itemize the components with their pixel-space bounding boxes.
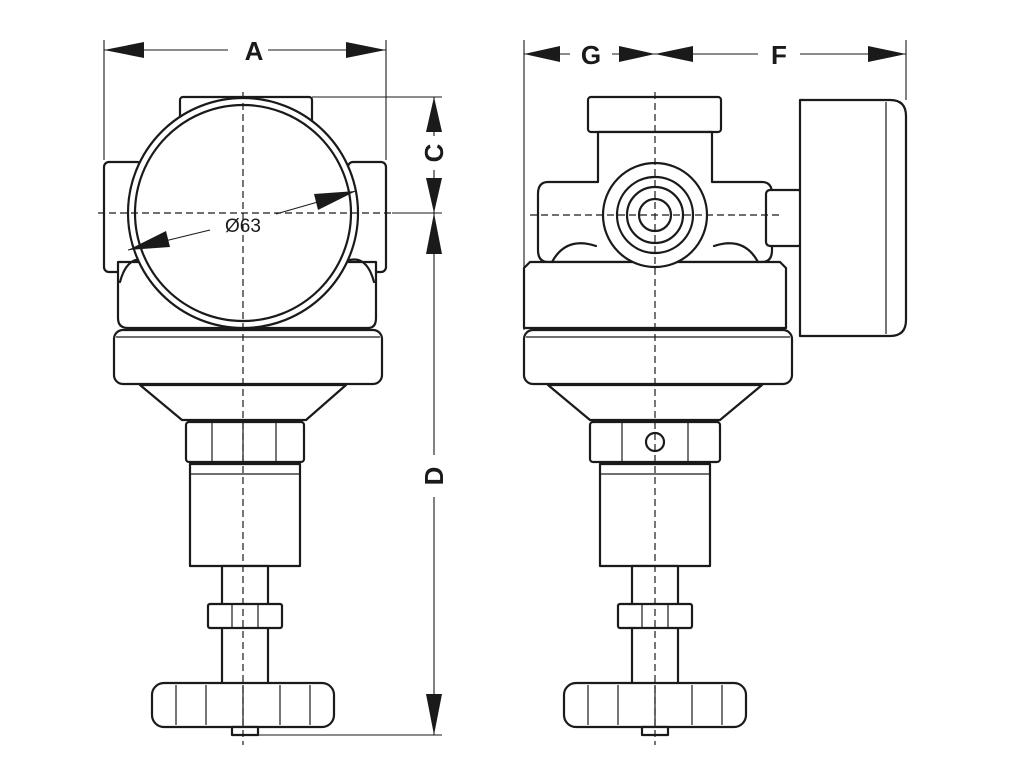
side-gauge — [798, 98, 908, 338]
dimension-d-label: D — [419, 467, 449, 486]
dimension-diameter-label: Ø63 — [225, 216, 261, 237]
dimension-a-label: A — [245, 36, 264, 66]
side-bonnet-ring — [522, 328, 794, 386]
dimension-g-label: G — [581, 40, 601, 70]
dimension-diameter: Ø63 — [127, 190, 357, 251]
dimension-c: C — [312, 96, 449, 214]
side-right-fillet — [712, 242, 760, 264]
side-gauge-stub — [764, 188, 804, 248]
side-left-fillet — [550, 242, 598, 264]
dimension-g: G — [523, 40, 655, 330]
dimension-c-label: C — [419, 143, 449, 162]
dimension-a: A — [103, 36, 387, 160]
front-handwheel-cap — [230, 725, 260, 737]
dimension-d: D — [258, 213, 449, 736]
dimension-f-label: F — [771, 40, 787, 70]
dimension-f: F — [655, 40, 907, 100]
front-view — [98, 92, 392, 745]
side-view — [522, 92, 908, 745]
front-hex-nut — [184, 420, 306, 464]
front-bonnet-ring — [112, 328, 384, 386]
front-lock-nut — [206, 602, 284, 630]
front-thread-stem — [188, 462, 302, 568]
